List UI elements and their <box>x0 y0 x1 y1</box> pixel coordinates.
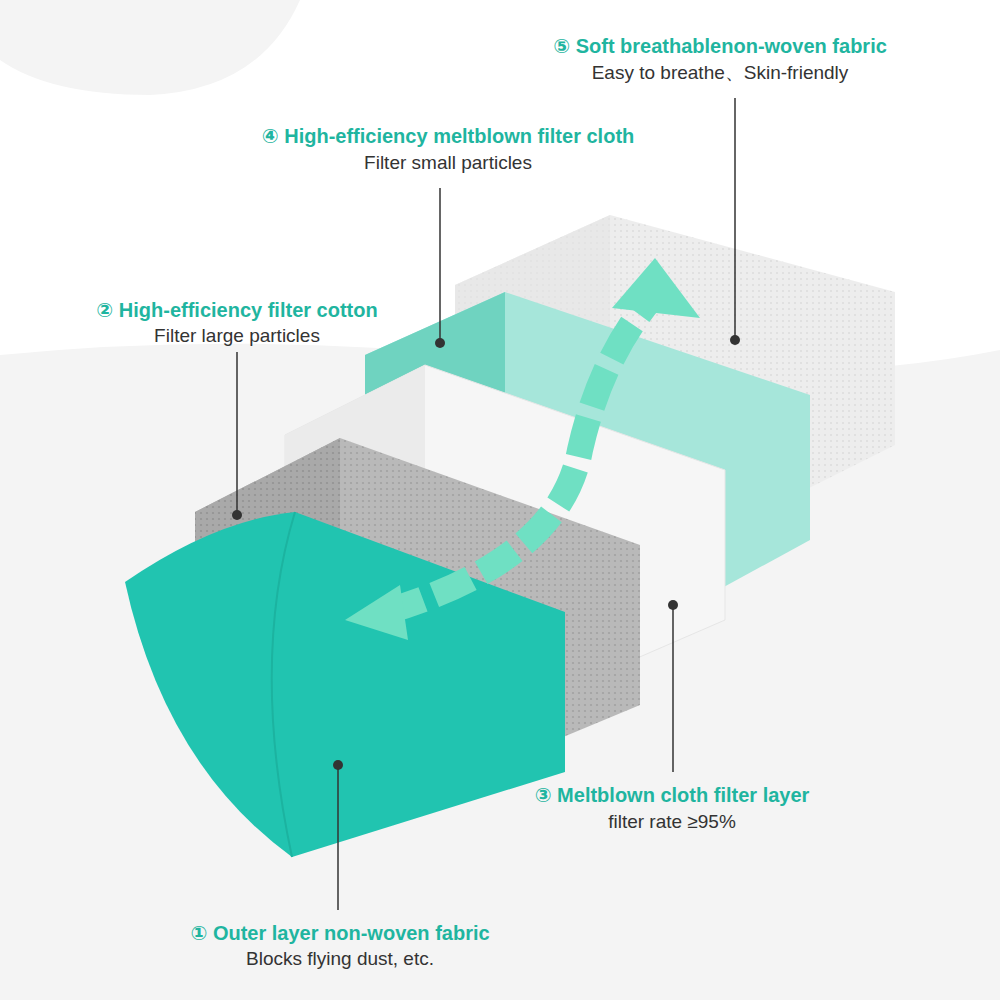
layer-note: Blocks flying dust, etc. <box>246 948 434 971</box>
layer-heading: ② High-efficiency filter cotton <box>96 298 377 322</box>
layer-heading: ① Outer layer non-woven fabric <box>190 921 489 945</box>
layer-note: Filter large particles <box>154 325 320 348</box>
layer-heading: ④ High-efficiency meltblown filter cloth <box>262 124 635 148</box>
layer-note: filter rate ≥95% <box>608 811 736 834</box>
layer-note: Easy to breathe、Skin-friendly <box>592 62 849 85</box>
layer-heading: ⑤ Soft breathablenon-woven fabric <box>553 34 887 58</box>
layer-heading: ③ Meltblown cloth filter layer <box>535 783 810 807</box>
layer-note: Filter small particles <box>364 152 532 175</box>
